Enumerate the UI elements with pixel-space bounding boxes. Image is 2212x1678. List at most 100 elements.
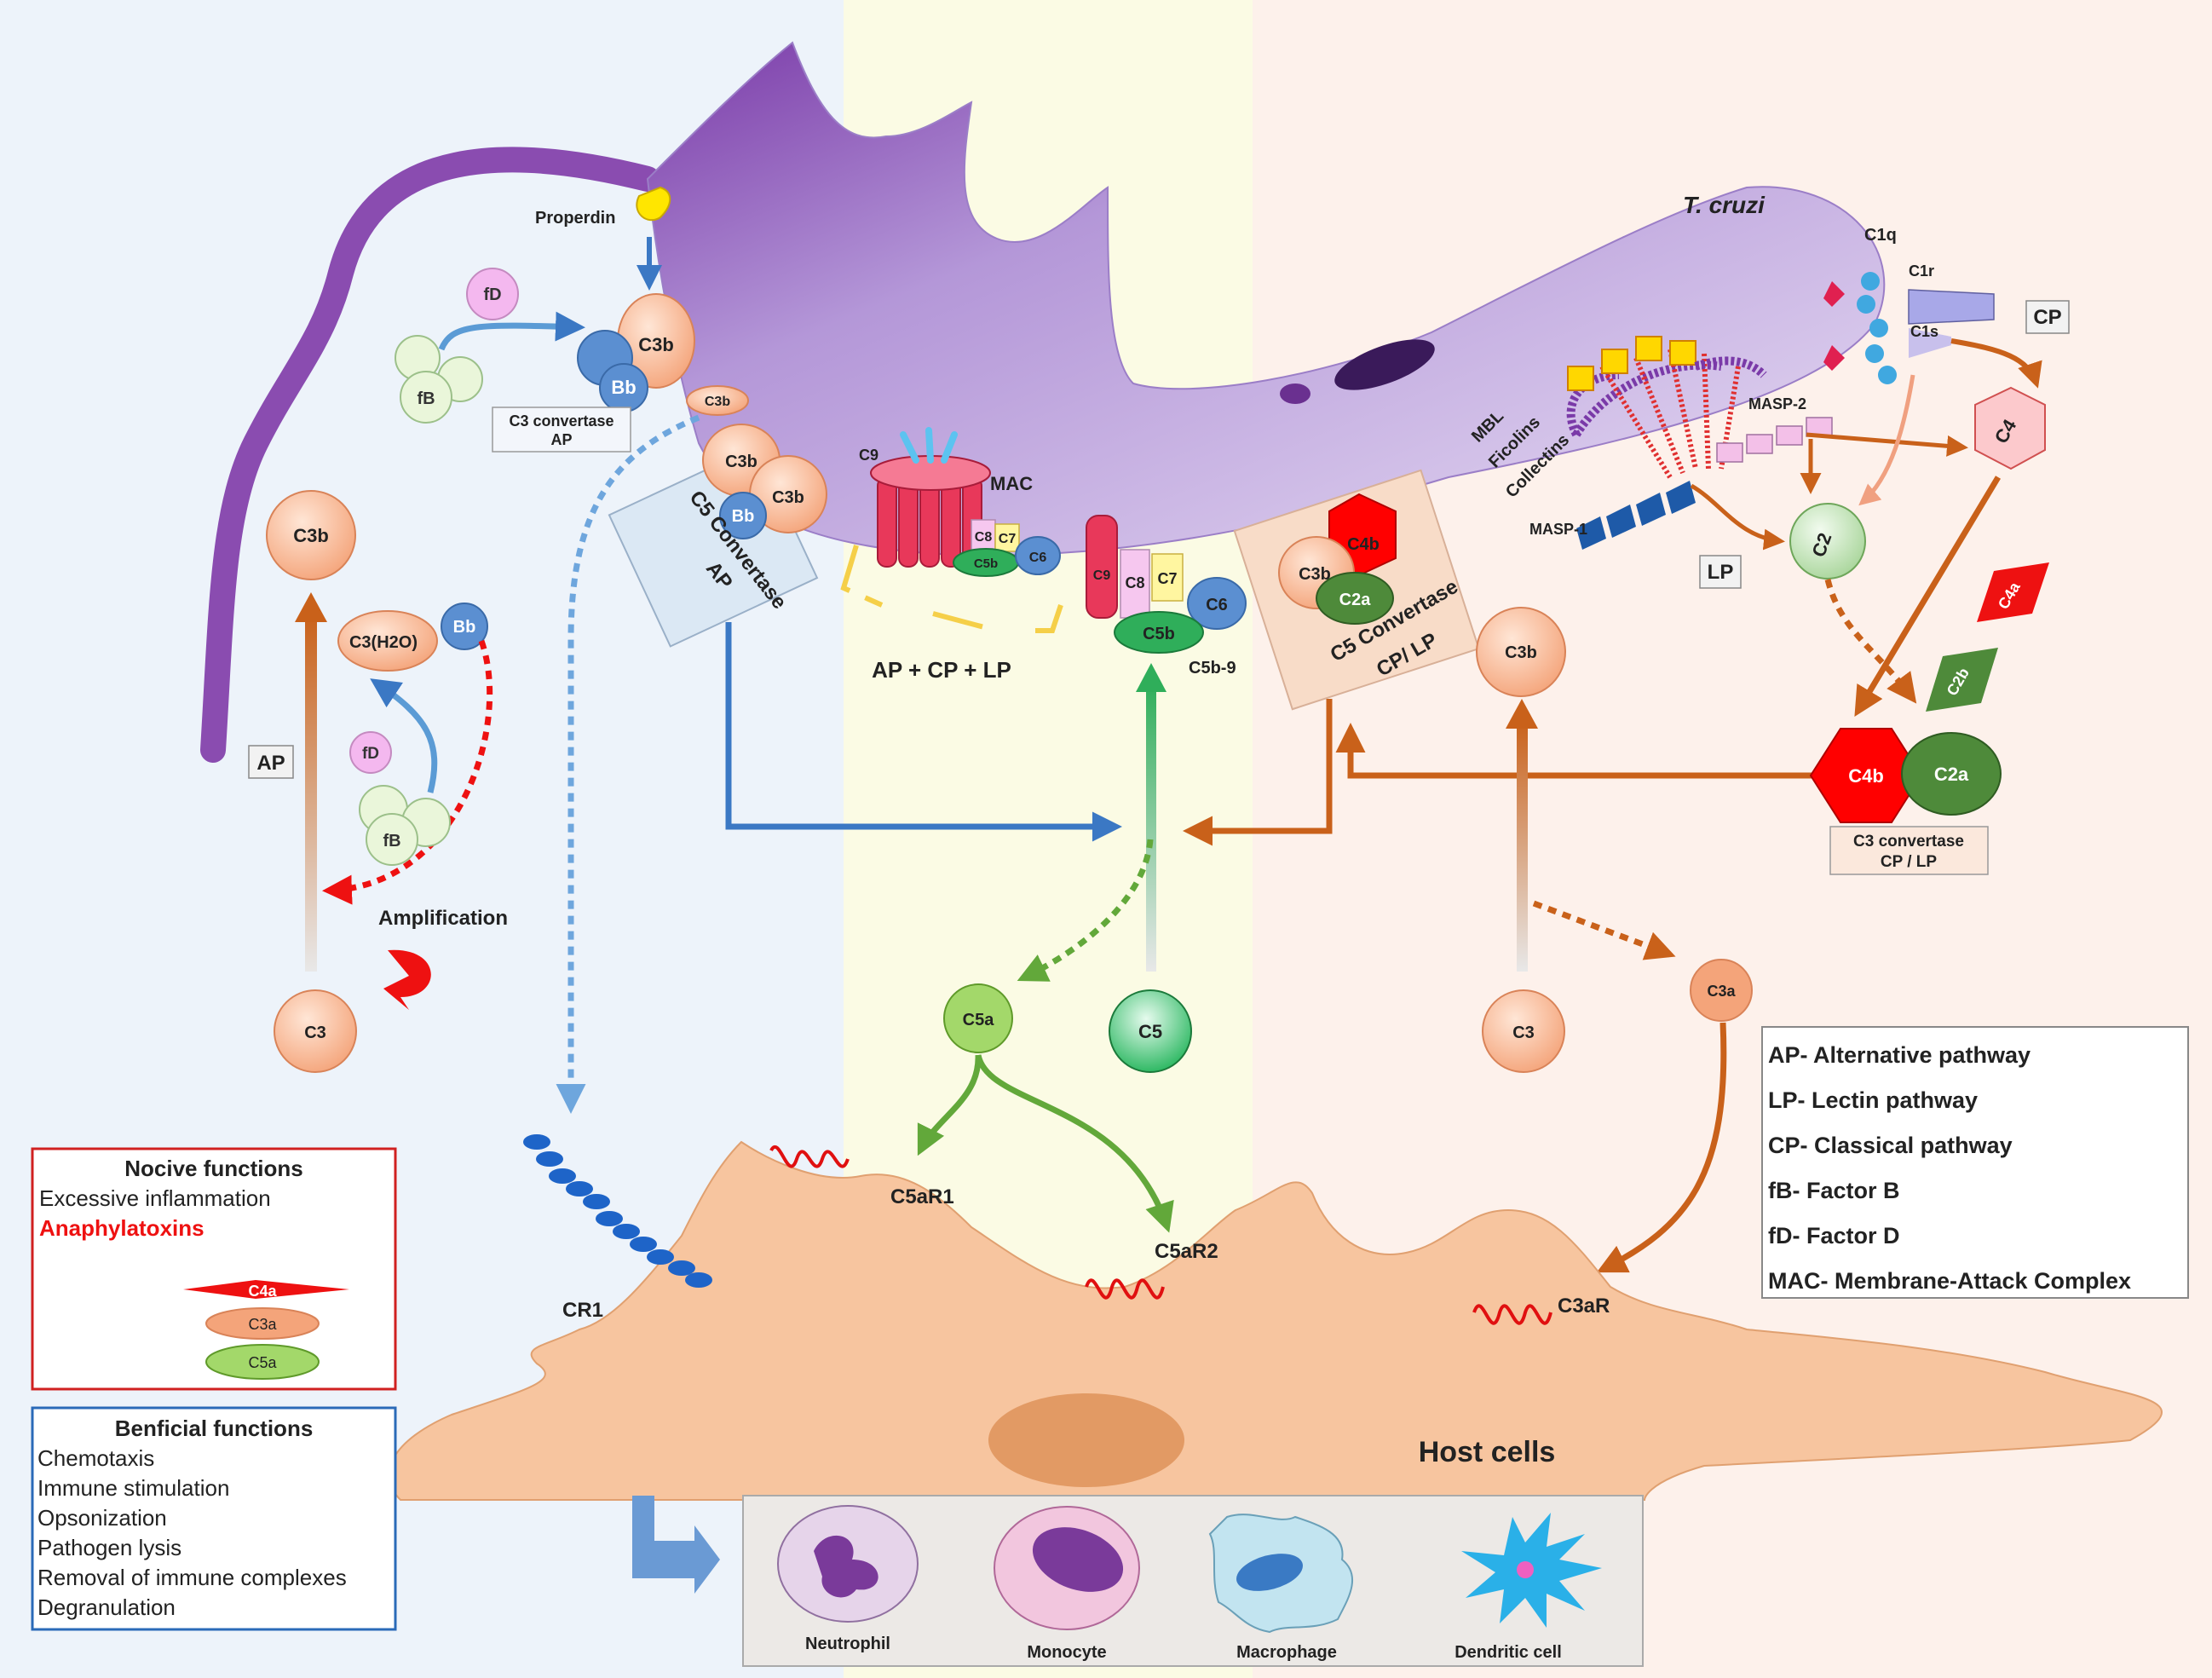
c5-up-shaft xyxy=(1146,682,1156,972)
c1-to-c4-arrow xyxy=(1950,338,2042,389)
mac-c6-label: C6 xyxy=(1029,551,1047,565)
legend-item-1: LP- Lectin pathway xyxy=(1768,1087,1978,1113)
c3-ap-up-head xyxy=(295,592,327,622)
fb-to-c3b-arrow xyxy=(438,311,585,351)
nocive-c5a-shape xyxy=(205,1344,320,1380)
nocive-box xyxy=(31,1147,397,1391)
c5 xyxy=(1109,989,1192,1073)
host-cell xyxy=(388,1140,2163,1501)
fd-ap-label: fD xyxy=(362,745,379,763)
properdin-shape xyxy=(636,186,671,222)
c3h2o xyxy=(337,610,438,672)
c3-convertase-ap-box xyxy=(492,407,631,453)
c2a-c3cplp-label: C2a xyxy=(1934,764,1969,785)
nocive-c5a-label: C5a xyxy=(248,1354,277,1371)
c5b9-c8-label: C8 xyxy=(1125,574,1144,591)
properdin-label: Properdin xyxy=(535,209,615,228)
c5a-to-c5ar1-arrow xyxy=(917,1054,982,1156)
mac-membrane-bracket xyxy=(840,545,1063,633)
beneficial-item-2: Opsonization xyxy=(37,1505,167,1531)
macrophage-nucleus xyxy=(1236,1554,1303,1591)
beneficial-item-5: Degranulation xyxy=(37,1594,176,1620)
c2b xyxy=(1926,648,1998,712)
nocive-item-1: Anaphylatoxins xyxy=(39,1215,204,1241)
c5-ap-to-c5-arrow xyxy=(725,622,1122,842)
mac-c7-label: C7 xyxy=(999,532,1017,546)
legend-box xyxy=(1761,1026,2189,1299)
host-cell-nucleus xyxy=(988,1393,1184,1487)
c3b-cplp-label: C3b xyxy=(1505,643,1537,662)
legend-item-2: CP- Classical pathway xyxy=(1768,1133,2013,1158)
c5b9-c5b xyxy=(1114,611,1204,654)
lectin-complex xyxy=(1566,336,1767,479)
c5a-to-c5ar2-arrow xyxy=(975,1054,1174,1233)
c5ar1-receptor xyxy=(769,1145,850,1168)
fb-ap-label: fB xyxy=(383,832,400,851)
c4a xyxy=(1977,562,2049,622)
mac-c7 xyxy=(994,523,1020,552)
legend-item-0: AP- Alternative pathway xyxy=(1768,1042,2031,1068)
monocyte-nucleus xyxy=(1032,1527,1124,1592)
fb-to-c3h2o-arrow xyxy=(370,678,438,793)
masp1-to-c2-arrow xyxy=(1690,483,1785,551)
masp1-label: MASP-1 xyxy=(1529,521,1587,538)
c3-ap xyxy=(274,989,357,1073)
c3b-c5ap-1-label: C3b xyxy=(725,453,757,471)
c3-convertase-cplp-line1: C3 convertase xyxy=(1853,833,1964,851)
legend-item-3: fB- Factor B xyxy=(1768,1178,1900,1203)
mac-label: MAC xyxy=(990,473,1033,494)
cell-label-neutrophil: Neutrophil xyxy=(805,1635,890,1653)
bb-c5ap xyxy=(719,492,767,539)
fb-ap-3 xyxy=(366,813,418,866)
nocive-c3a-label: C3a xyxy=(248,1316,277,1333)
c3-convertase-ap-line1: C3 convertase xyxy=(509,412,613,430)
c1r-label: C1r xyxy=(1909,262,1934,280)
fd-top xyxy=(466,268,519,320)
c3a-label: C3a xyxy=(1707,983,1736,1000)
c2a-c5cplp-label: C2a xyxy=(1339,591,1372,609)
c5b9-c9 xyxy=(1086,515,1118,619)
c5b9-c6 xyxy=(1187,577,1247,630)
amplification-icon xyxy=(383,949,431,1010)
fd-ap xyxy=(349,731,392,774)
c3-cplp-up-head xyxy=(1506,699,1538,729)
bb-c3h2o-label: Bb xyxy=(453,618,476,637)
to-cells-arrow xyxy=(632,1496,720,1594)
nocive-item-0: Excessive inflammation xyxy=(39,1185,271,1211)
c1q-label: C1q xyxy=(1864,226,1897,245)
c3conv-cplp-to-c5conv-arrow xyxy=(1335,723,1823,779)
cell-label-dendritic: Dendritic cell xyxy=(1455,1643,1562,1662)
beneficial-item-0: Chemotaxis xyxy=(37,1445,154,1471)
c5a xyxy=(943,983,1013,1053)
beneficial-item-3: Pathogen lysis xyxy=(37,1535,181,1560)
c5-to-c5a-arrow xyxy=(1017,839,1154,982)
cr1-receptor xyxy=(523,1134,712,1288)
mac-c6 xyxy=(1015,536,1061,575)
c5b9-c5b-label: C5b xyxy=(1143,625,1175,643)
beneficial-item-4: Removal of immune complexes xyxy=(37,1565,347,1590)
mac-c5b-label: C5b xyxy=(974,556,998,571)
cp-tag xyxy=(2025,300,2070,334)
cell-label-monocyte: Monocyte xyxy=(1027,1643,1106,1662)
c5ar1-label: C5aR1 xyxy=(890,1185,954,1208)
neutrophil-nucleus xyxy=(814,1535,878,1598)
c5b9-c6-label: C6 xyxy=(1206,596,1228,614)
c3-cplp-label: C3 xyxy=(1512,1024,1535,1042)
c5ar2-receptor xyxy=(1085,1278,1165,1300)
c3b-cplp xyxy=(1476,607,1566,697)
host-cells-label: Host cells xyxy=(1419,1436,1556,1468)
masp-2-chain xyxy=(1716,417,1833,463)
c3b-c5cplp-label: C3b xyxy=(1299,565,1331,584)
fd-top-label: fD xyxy=(483,285,501,304)
c3ar-label: C3aR xyxy=(1558,1295,1610,1318)
c4b-c3cplp-label: C4b xyxy=(1848,765,1884,787)
fb-top-label: fB xyxy=(417,389,435,408)
flagellum xyxy=(200,147,660,763)
amplification-label: Amplification xyxy=(378,907,508,930)
cp-tag-label: CP xyxy=(2033,306,2061,329)
c5-cplp-to-c5-arrow xyxy=(1183,699,1333,846)
c3-cplp xyxy=(1482,989,1565,1073)
c1-complex xyxy=(1823,272,1995,384)
